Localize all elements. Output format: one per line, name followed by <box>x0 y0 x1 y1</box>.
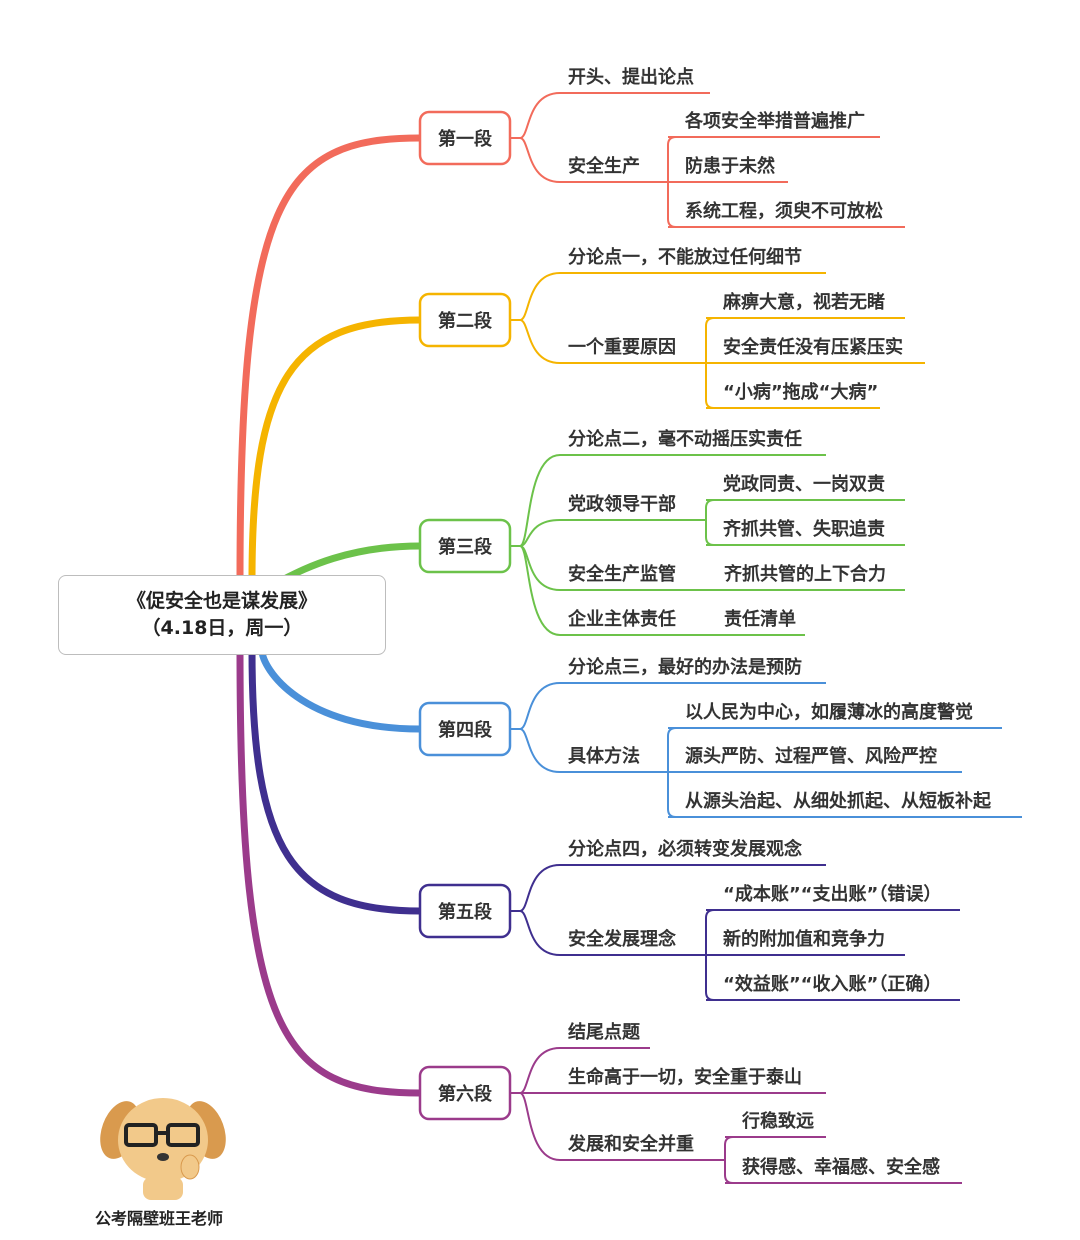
sub-node[interactable]: 行稳致远 <box>741 1110 814 1132</box>
section-label: 第一段 <box>438 128 493 150</box>
main-branch <box>258 646 424 733</box>
child-branch <box>510 137 668 183</box>
sub-node[interactable]: “效益账”“收入账”（正确） <box>723 973 941 995</box>
child-node[interactable]: 分论点三，最好的办法是预防 <box>568 656 802 678</box>
section-label: 第三段 <box>438 536 493 558</box>
sub-node[interactable]: 安全责任没有压紧压实 <box>723 336 903 358</box>
mascot-dog-icon <box>100 1098 226 1200</box>
child-branch <box>510 1092 725 1161</box>
child-node[interactable]: 一个重要原因 <box>568 336 676 358</box>
watermark-caption: 公考隔壁班王老师 <box>95 1209 224 1228</box>
sub-node[interactable]: 各项安全举措普遍推广 <box>684 110 865 132</box>
sub-connector <box>705 499 715 546</box>
sub-node[interactable]: 责任清单 <box>724 608 796 630</box>
sub-node[interactable]: 齐抓共管的上下合力 <box>724 563 886 585</box>
sub-node[interactable]: “小病”拖成“大病” <box>723 381 878 403</box>
main-branch <box>236 646 424 1097</box>
main-branch <box>248 316 424 584</box>
child-branch <box>510 728 668 773</box>
child-node[interactable]: 结尾点题 <box>568 1021 641 1043</box>
sub-node[interactable]: 新的附加值和竞争力 <box>723 928 885 950</box>
child-branch <box>510 519 706 547</box>
sub-node[interactable]: 获得感、幸福感、安全感 <box>742 1156 940 1178</box>
child-node[interactable]: 发展和安全并重 <box>567 1133 694 1155</box>
child-node[interactable]: 分论点一，不能放过任何细节 <box>568 246 802 268</box>
child-branch <box>510 545 706 636</box>
child-node[interactable]: 分论点二，毫不动摇压实责任 <box>568 428 802 450</box>
sub-node[interactable]: 系统工程，须臾不可放松 <box>685 200 883 222</box>
section-label: 第二段 <box>438 310 493 332</box>
child-node[interactable]: 分论点四，必须转变发展观念 <box>568 838 802 860</box>
main-branch <box>236 134 424 584</box>
child-node[interactable]: 安全生产 <box>568 155 640 177</box>
root-title: 《促安全也是谋发展》（4.18日，周一） <box>126 590 317 639</box>
child-branch <box>510 319 706 364</box>
child-branch <box>510 92 710 139</box>
sub-node[interactable]: 齐抓共管、失职追责 <box>723 518 885 540</box>
root-node[interactable]: 《促安全也是谋发展》（4.18日，周一） <box>58 575 386 655</box>
sub-node[interactable]: 以人民为中心，如履薄冰的高度警觉 <box>685 701 973 723</box>
sub-node[interactable]: 源头严防、过程严管、风险严控 <box>685 745 937 767</box>
sub-node[interactable]: 防患于未然 <box>685 155 775 177</box>
sub-connector <box>724 1136 734 1184</box>
sub-node[interactable]: “成本账”“支出账”（错误） <box>723 883 941 905</box>
child-node[interactable]: 安全生产监管 <box>568 563 676 585</box>
child-node[interactable]: 开头、提出论点 <box>568 66 694 88</box>
sub-node[interactable]: 党政同责、一岗双责 <box>723 473 885 495</box>
child-node[interactable]: 安全发展理念 <box>568 928 676 950</box>
sub-node[interactable]: 麻痹大意，视若无睹 <box>722 291 885 313</box>
child-node[interactable]: 党政领导干部 <box>568 493 676 515</box>
section-label: 第五段 <box>438 901 493 923</box>
main-branch <box>248 646 424 915</box>
sub-node[interactable]: 从源头治起、从细处抓起、从短板补起 <box>685 790 992 812</box>
section-label: 第四段 <box>438 719 493 741</box>
child-node[interactable]: 企业主体责任 <box>567 608 676 630</box>
section-label: 第六段 <box>438 1083 493 1105</box>
child-node[interactable]: 具体方法 <box>568 745 640 767</box>
child-branch <box>510 910 706 956</box>
child-node[interactable]: 生命高于一切，安全重于泰山 <box>568 1066 802 1088</box>
